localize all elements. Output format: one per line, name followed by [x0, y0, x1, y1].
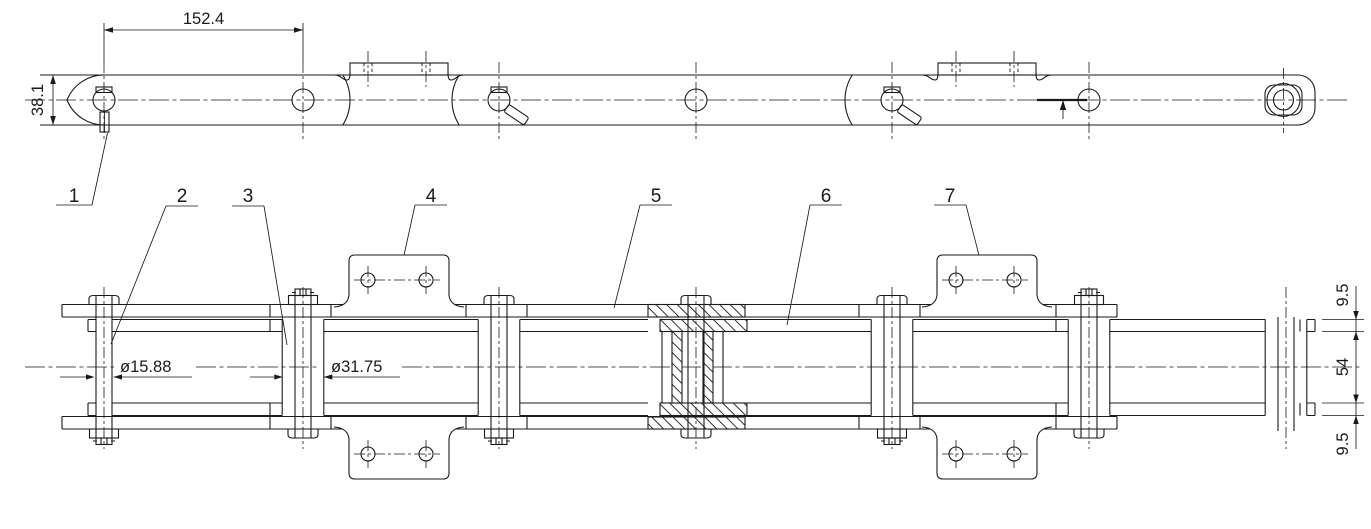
cotter-pin — [99, 111, 110, 133]
svg-text:3: 3 — [243, 186, 254, 207]
outer-plate-band — [61, 303, 1118, 430]
pitch-value: 152.4 — [183, 10, 224, 28]
plate-height-value: 38.1 — [29, 84, 47, 116]
svg-text:4: 4 — [426, 186, 437, 207]
bushing-wall — [702, 330, 714, 404]
svg-text:5: 5 — [651, 186, 662, 207]
bottom-view: ø15.88 ø31.75 9.5 54 9.5 — [25, 254, 1364, 480]
callout-1: 1 — [56, 132, 108, 207]
roller-section-edges — [661, 331, 724, 403]
cotter-pin — [897, 104, 922, 125]
pin-centerlines — [103, 287, 1287, 449]
plate-joints — [269, 304, 1057, 429]
right-link-end — [1297, 74, 1316, 126]
cotter-pin — [504, 104, 529, 125]
dimension-pitch: 152.4 — [103, 10, 304, 62]
attachment-plate-top-2 — [921, 51, 1053, 87]
svg-text:2: 2 — [177, 186, 188, 207]
attachment-bracket-1 — [333, 254, 465, 480]
callout-3: 3 — [232, 186, 288, 346]
end-pin — [1277, 317, 1295, 431]
bushing-wall — [671, 330, 683, 404]
svg-text:1: 1 — [69, 186, 80, 207]
callouts: 1 2 3 4 5 6 7 — [56, 132, 989, 346]
attachment-plate-top-1 — [333, 51, 465, 87]
dimension-side-stack: 9.5 54 9.5 — [1322, 284, 1364, 456]
callout-2: 2 — [110, 186, 198, 345]
pin-diameter-value: ø15.88 — [120, 358, 171, 376]
svg-text:6: 6 — [821, 186, 832, 207]
attachment-bracket-2 — [921, 254, 1053, 480]
plate-thickness-bottom-value: 9.5 — [1334, 433, 1352, 456]
dimension-roller-diameter: ø31.75 — [250, 358, 400, 380]
left-link-end — [66, 74, 107, 126]
centerline-arrow — [1037, 98, 1087, 119]
inner-width-value: 54 — [1334, 358, 1352, 376]
callout-5: 5 — [613, 186, 672, 309]
plate-thickness-top-value: 9.5 — [1334, 284, 1352, 307]
roller-diameter-value: ø31.75 — [331, 358, 382, 376]
dimension-pin-diameter: ø15.88 — [60, 358, 192, 380]
top-view: 152.4 38.1 — [25, 10, 1350, 140]
svg-text:7: 7 — [945, 186, 956, 207]
dimension-plate-height: 38.1 — [29, 75, 56, 125]
